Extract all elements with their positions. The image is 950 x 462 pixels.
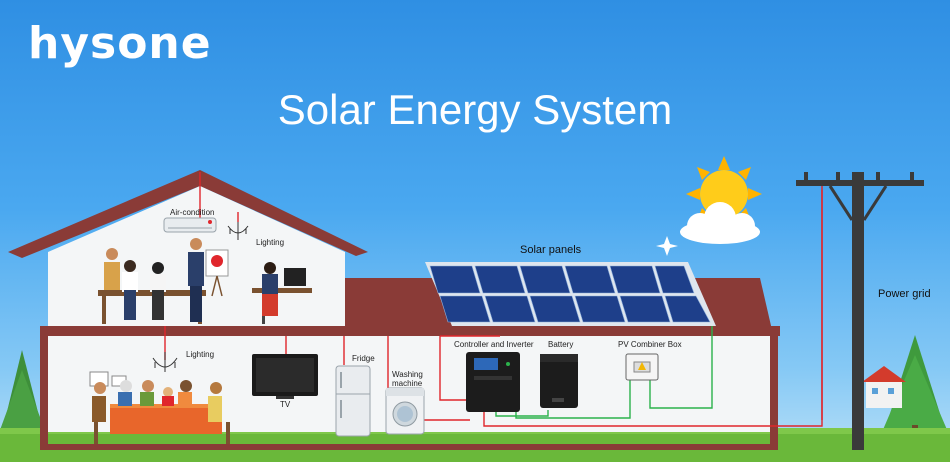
label-lighting-upstairs: Lighting (256, 238, 285, 247)
family-dinner-scene (89, 371, 230, 444)
tree-left (0, 350, 45, 430)
label-fridge: Fridge (352, 354, 375, 363)
solar-panel-array (425, 262, 716, 326)
washing-machine-icon (385, 387, 425, 435)
label-washing-line2: machine (392, 379, 423, 388)
label-tv: TV (280, 400, 291, 409)
office-meeting-scene (98, 238, 312, 324)
label-lighting-downstairs: Lighting (186, 350, 215, 359)
cloud-icon (680, 202, 760, 244)
distant-house (862, 366, 906, 408)
tv-icon (252, 354, 318, 399)
sparkle-icon (656, 236, 678, 256)
chandelier-icon-upper (227, 222, 249, 240)
battery-icon (540, 354, 578, 408)
air-conditioner-icon (163, 217, 217, 233)
wiring-red (164, 172, 823, 427)
hysone-logo: hysone (28, 18, 212, 69)
label-controller-inverter: Controller and Inverter (454, 340, 534, 349)
label-solar-panels: Solar panels (520, 244, 582, 256)
label-air-condition: Air-condition (170, 208, 215, 217)
page-title: Solar Energy System (277, 86, 673, 133)
wiring-green (495, 326, 713, 419)
chandelier-icon-lower (152, 352, 178, 372)
label-power-grid: Power grid (878, 288, 931, 300)
label-washing-line1: Washing (392, 370, 423, 379)
label-pv-combiner-box: PV Combiner Box (618, 340, 682, 349)
fridge-icon (335, 365, 371, 437)
pv-combiner-box-icon (625, 353, 659, 381)
controller-inverter-icon (466, 352, 520, 412)
label-battery: Battery (548, 340, 574, 349)
